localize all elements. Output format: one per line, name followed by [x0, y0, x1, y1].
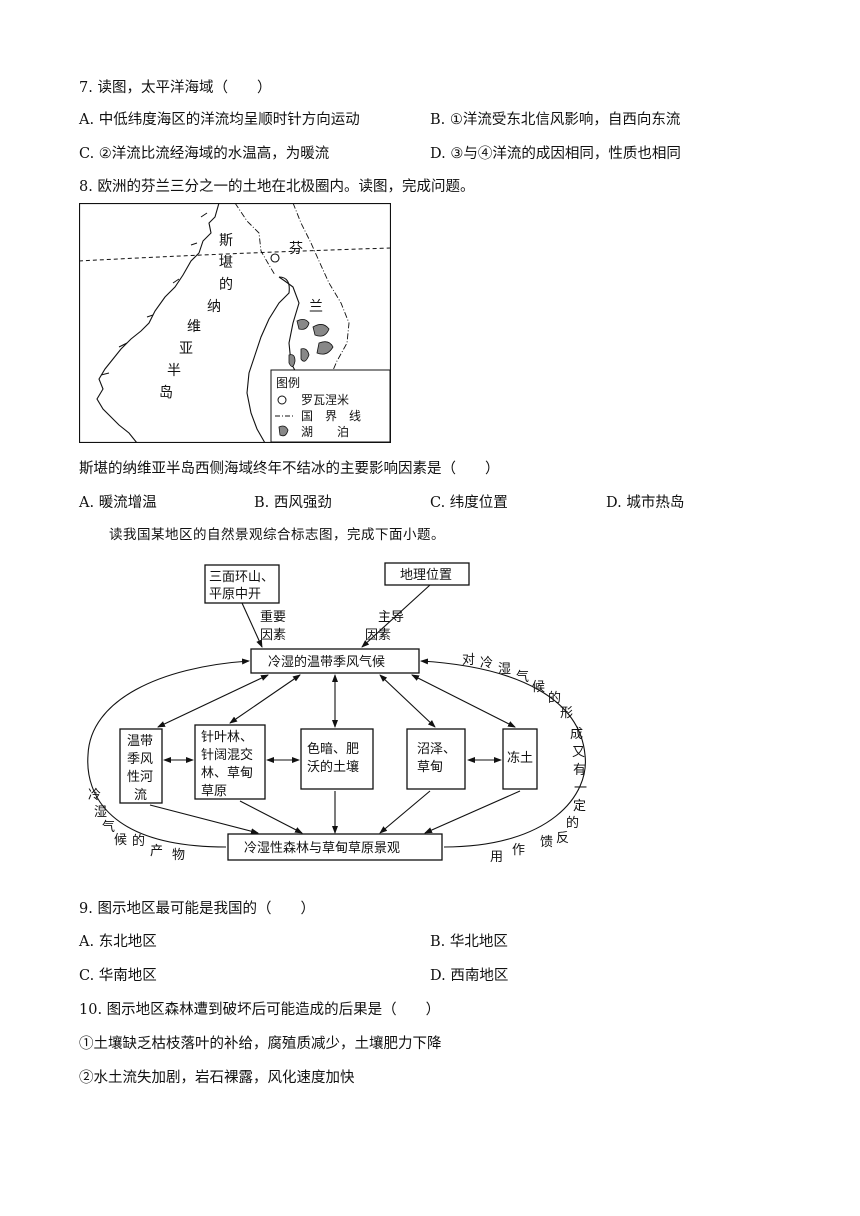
svg-text:冷: 冷	[480, 656, 493, 671]
soil-line-1: 色暗、肥	[307, 741, 359, 757]
map-char-5: 维	[187, 319, 201, 335]
svg-text:湿: 湿	[94, 805, 107, 820]
geo-position-label: 地理位置	[400, 568, 452, 583]
legend-item-border: 国 界 线	[301, 409, 361, 423]
vegetation-line-4: 草原	[201, 784, 227, 799]
q9-option-d[interactable]: D. 西南地区	[430, 968, 509, 984]
svg-text:气: 气	[516, 669, 529, 685]
map-char-3: 的	[219, 277, 233, 293]
landscape-box	[227, 833, 443, 861]
svg-text:的: 的	[132, 833, 145, 849]
svg-text:作: 作	[512, 843, 525, 858]
q7-option-b[interactable]: B. ①洋流受东北信风影响，自西向东流	[430, 112, 681, 128]
swamp-line-2: 草甸	[417, 760, 443, 775]
swamp-line-1: 沼泽、	[417, 742, 456, 757]
svg-text:湿: 湿	[498, 662, 511, 677]
vegetation-line-2: 针阔混交	[201, 747, 253, 763]
svg-text:成: 成	[570, 727, 583, 742]
q10-statement-2: ②水土流失加剧，岩石裸露，风化速度加快	[79, 1070, 355, 1086]
geo-position-box	[384, 562, 470, 586]
map-char-8: 岛	[159, 385, 173, 401]
map-char-2: 堪	[219, 255, 233, 271]
q7-option-d[interactable]: D. ③与④洋流的成因相同，性质也相同	[430, 146, 681, 162]
svg-text:气: 气	[102, 819, 115, 835]
map-legend: 图例 罗瓦涅米 国 界 线 湖 泊	[270, 369, 391, 443]
soil-line-2: 沃的土壤	[307, 759, 359, 775]
map-char-4: 纳	[207, 299, 221, 315]
q10-stem: 10. 图示地区森林遭到破坏后可能造成的后果是（ ）	[79, 1002, 441, 1018]
important-factor-line-1: 重要	[260, 609, 286, 625]
swamp-box	[406, 728, 466, 790]
vegetation-box	[194, 724, 266, 800]
important-factor-line-2: 因素	[260, 628, 286, 643]
terrain-factor-line-2: 平原中开	[209, 587, 261, 602]
svg-text:又: 又	[572, 745, 585, 760]
river-line-2: 季风	[127, 752, 153, 767]
svg-text:形: 形	[560, 706, 573, 721]
q8-option-b[interactable]: B. 西风强劲	[254, 495, 332, 511]
dominant-factor-line-1: 主导	[378, 610, 404, 625]
svg-text:候: 候	[532, 680, 545, 695]
svg-text:产: 产	[150, 844, 163, 859]
legend-item-lake: 湖 泊	[301, 424, 349, 439]
soil-box	[300, 728, 374, 790]
left-arc-text: 冷 湿 气 候 的 产 物	[88, 788, 185, 863]
lake-symbol-icon	[278, 425, 289, 437]
vegetation-line-1: 针叶林、	[201, 730, 253, 745]
svg-text:对: 对	[462, 653, 475, 668]
q8-option-a[interactable]: A. 暖流增温	[79, 495, 157, 511]
q8-stem: 8. 欧洲的芬兰三分之一的土地在北极圈内。读图，完成问题。	[79, 179, 475, 195]
river-line-1: 温带	[127, 734, 153, 749]
svg-text:有: 有	[573, 763, 586, 778]
diagram-intro: 读我国某地区的自然景观综合标志图，完成下面小题。	[109, 527, 445, 543]
svg-text:的: 的	[548, 690, 561, 706]
dominant-factor-line-2: 因素	[365, 628, 391, 643]
map-finland-char-2: 兰	[309, 299, 323, 315]
terrain-factor-box	[204, 564, 280, 604]
svg-text:用: 用	[490, 850, 503, 865]
q9-option-c[interactable]: C. 华南地区	[79, 968, 157, 984]
q7-option-a[interactable]: A. 中低纬度海区的洋流均呈顺时针方向运动	[79, 112, 360, 128]
river-line-4: 流	[134, 788, 147, 803]
svg-text:馈: 馈	[540, 835, 553, 850]
svg-text:定: 定	[573, 799, 586, 814]
svg-text:的: 的	[566, 815, 579, 831]
svg-text:物: 物	[172, 848, 185, 863]
q10-statement-1: ①土壤缺乏枯枝落叶的补给，腐殖质减少，土壤肥力下降	[79, 1036, 442, 1052]
scandinavia-map: 斯 堪 的 纳 维 亚 半 岛 芬 兰 图例 罗瓦涅米 国 界 线 湖 泊	[79, 203, 391, 443]
right-arc-text: 对 冷 湿 气 候 的 形 成 又 有 一 定 的 反 馈 作 用	[462, 653, 587, 865]
landscape-diagram: 三面环山、 平原中开 地理位置 重要 因素 主导 因素 冷湿的温带季风气候 温带…	[87, 562, 587, 865]
terrain-factor-line-1: 三面环山、	[209, 570, 274, 585]
svg-text:候: 候	[114, 833, 127, 848]
q7-stem: 7. 读图，太平洋海域（ ）	[79, 80, 272, 96]
map-finland-char-1: 芬	[289, 241, 303, 257]
river-line-3: 性河	[127, 770, 153, 785]
map-char-6: 亚	[179, 341, 193, 357]
svg-text:反: 反	[556, 831, 569, 846]
q8-question: 斯堪的纳维亚半岛西侧海域终年不结冰的主要影响因素是（ ）	[79, 461, 500, 477]
q8-option-d[interactable]: D. 城市热岛	[606, 495, 685, 511]
q9-stem: 9. 图示地区最可能是我国的（ ）	[79, 901, 315, 917]
legend-title: 图例	[276, 376, 300, 390]
landscape-label: 冷湿性森林与草甸草原景观	[244, 841, 400, 856]
vegetation-line-3: 林、草甸	[201, 766, 253, 781]
svg-text:一: 一	[574, 781, 587, 796]
legend-item-city: 罗瓦涅米	[301, 393, 349, 407]
climate-box	[250, 648, 420, 674]
q8-option-c[interactable]: C. 纬度位置	[430, 495, 508, 511]
river-box	[119, 728, 163, 804]
city-symbol-icon	[277, 395, 287, 405]
map-char-1: 斯	[219, 233, 233, 249]
q9-option-a[interactable]: A. 东北地区	[79, 934, 157, 950]
permafrost-label: 冻土	[507, 750, 533, 766]
climate-label: 冷湿的温带季风气候	[268, 654, 385, 670]
map-char-7: 半	[167, 363, 181, 379]
permafrost-box	[502, 728, 538, 790]
svg-text:冷: 冷	[88, 788, 101, 803]
q7-option-c[interactable]: C. ②洋流比流经海域的水温高，为暖流	[79, 146, 330, 162]
q9-option-b[interactable]: B. 华北地区	[430, 934, 508, 950]
